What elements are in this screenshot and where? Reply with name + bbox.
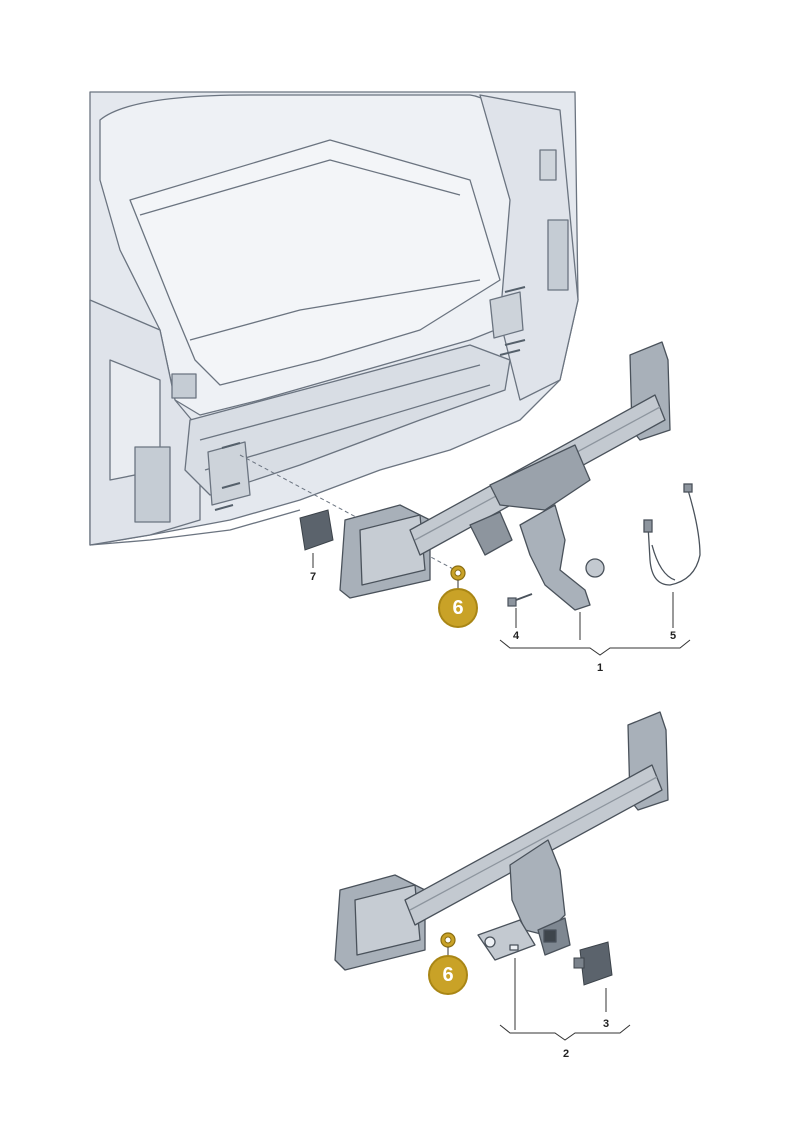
leader-lines-bottom <box>447 947 631 1041</box>
callout-3: 3 <box>602 1018 610 1030</box>
highlight-callout-6-top[interactable]: 6 <box>438 588 478 628</box>
callout-4: 4 <box>512 630 520 642</box>
cover-cap-part-7 <box>299 509 334 551</box>
nut-part-6-top <box>450 565 466 581</box>
bolt-part-4 <box>507 593 533 607</box>
wiring-cable-part-5 <box>643 483 701 586</box>
callout-7: 7 <box>309 571 317 583</box>
callout-2: 2 <box>562 1048 570 1060</box>
tow-bar-assembly-fixed <box>334 711 669 971</box>
nut-part-6-bottom <box>440 932 456 948</box>
callout-5: 5 <box>669 630 677 642</box>
tow-bar-assembly-removable <box>339 341 671 611</box>
leader-lines-top <box>312 553 691 656</box>
vehicle-rear-body <box>89 91 579 546</box>
receiver-cap-part-3 <box>573 941 613 986</box>
highlight-callout-6-bottom[interactable]: 6 <box>428 955 468 995</box>
callout-1: 1 <box>596 662 604 674</box>
